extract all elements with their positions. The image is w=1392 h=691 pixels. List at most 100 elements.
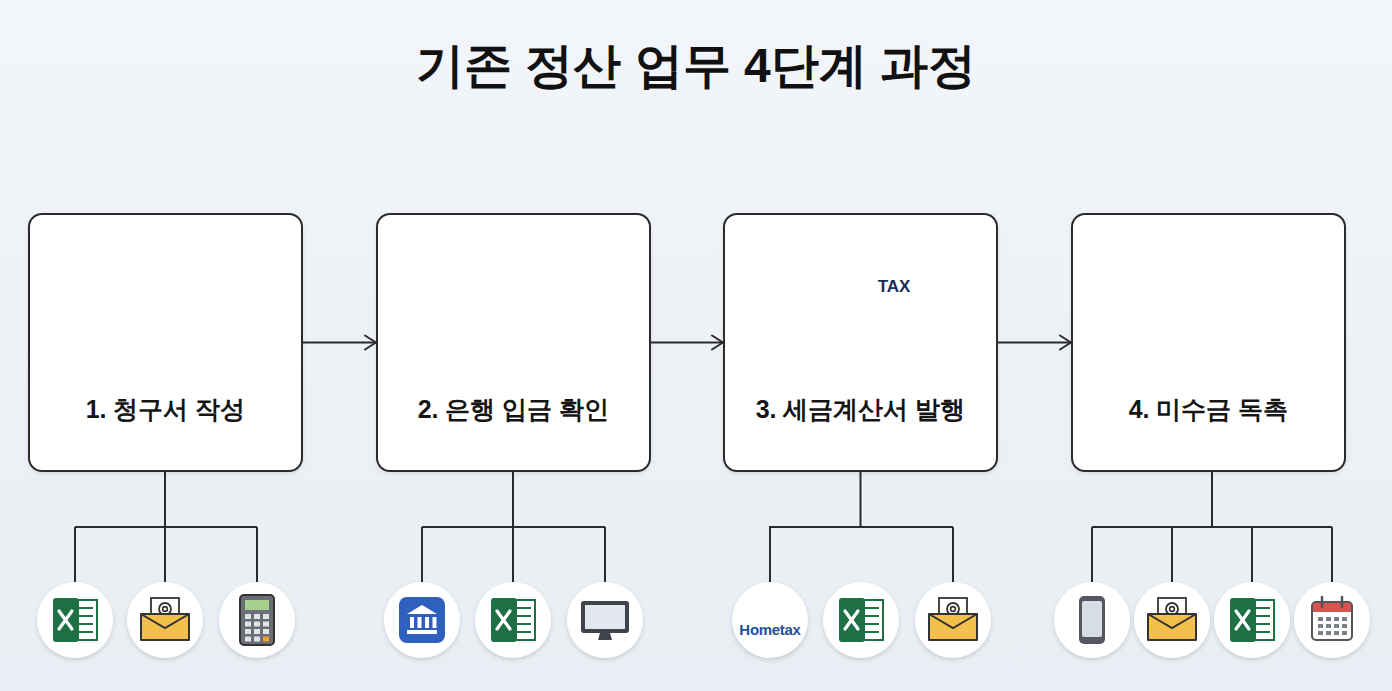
circle-shape [384, 582, 460, 658]
circle-shape [37, 582, 113, 658]
logo-circle: Hometax [732, 582, 808, 658]
path-shape [1092, 472, 1332, 582]
circle-shape [823, 582, 899, 658]
path-shape [929, 614, 977, 628]
circle-shape [1054, 582, 1130, 658]
circle-shape [163, 607, 168, 612]
path-shape [1060, 336, 1071, 350]
rect-shape [1318, 631, 1323, 635]
path-shape [1148, 614, 1196, 628]
rect-shape [1082, 601, 1102, 637]
rect-shape [581, 601, 629, 633]
path-shape [407, 605, 437, 614]
rect-shape [1313, 603, 1351, 612]
circle-shape [1294, 582, 1370, 658]
logo-text: Hometax [739, 621, 800, 638]
path-shape [712, 336, 723, 350]
rect-shape [418, 617, 422, 628]
rect-shape [263, 629, 269, 634]
flow-arrow [998, 336, 1071, 350]
path-shape [863, 608, 879, 632]
path-shape [422, 472, 605, 582]
step-label: 4. 미수금 독촉 [1129, 393, 1289, 426]
rect-shape [245, 637, 251, 642]
rect-shape [425, 617, 429, 628]
path-shape [929, 614, 977, 640]
process-box: 4. 미수금 독촉 [1071, 213, 1346, 472]
path-shape [1236, 611, 1249, 629]
rect-shape [245, 622, 251, 627]
rect-shape [1334, 631, 1339, 635]
path-shape [141, 614, 189, 628]
rect-shape [1342, 617, 1347, 621]
rect-shape [254, 614, 260, 619]
flow-arrow [651, 336, 723, 350]
circle-shape [219, 582, 295, 658]
document-label: TAX [878, 277, 911, 297]
path-shape [59, 611, 72, 629]
rect-shape [1230, 598, 1256, 642]
rect-shape [1334, 624, 1339, 628]
icon-circles [37, 582, 1370, 658]
circle-shape [1170, 607, 1175, 612]
rect-shape [254, 629, 260, 634]
process-box: 3. 세금계산서 발행 [723, 213, 998, 472]
rect-shape [585, 605, 625, 629]
path-shape [998, 342, 1071, 344]
tree-connector [770, 472, 861, 582]
rect-shape [245, 614, 251, 619]
rect-shape [399, 597, 445, 643]
path-shape [1254, 608, 1270, 632]
rect-shape [245, 600, 269, 610]
circle-shape [1134, 582, 1210, 658]
path-shape [497, 611, 510, 629]
path-shape [598, 633, 612, 640]
rect-shape [839, 598, 865, 642]
path-shape [770, 472, 861, 582]
diagram-title: 기존 정산 업무 4단계 과정 [0, 34, 1392, 98]
rect-shape [1318, 624, 1323, 628]
circle-shape [127, 582, 203, 658]
circle-shape [567, 582, 643, 658]
rect-shape [263, 637, 269, 642]
rect-shape [407, 630, 437, 634]
rect-shape [1342, 631, 1347, 635]
rect-shape [1326, 631, 1331, 635]
path-shape [77, 608, 93, 632]
circle-shape [915, 582, 991, 658]
circle-shape [951, 607, 956, 612]
rect-shape [53, 598, 79, 642]
rect-shape [254, 637, 260, 642]
rect-shape [263, 614, 269, 619]
rect-shape [1326, 624, 1331, 628]
step-label: 1. 청구서 작성 [86, 393, 246, 426]
rect-shape [1342, 624, 1347, 628]
rect-shape [1318, 617, 1323, 621]
path-shape [303, 342, 376, 344]
path-shape [1322, 597, 1342, 607]
small-icons [53, 595, 1352, 645]
process-box: 1. 청구서 작성 [28, 213, 303, 472]
rect-shape [1312, 602, 1352, 640]
path-shape [1148, 614, 1196, 640]
step-label: 2. 은행 입금 확인 [418, 393, 610, 426]
step-label: 3. 세금계산서 발행 [756, 393, 966, 426]
path-shape [365, 336, 376, 350]
path-shape [651, 342, 723, 344]
rect-shape [254, 622, 260, 627]
circle-shape [1214, 582, 1290, 658]
rect-shape [245, 629, 251, 634]
rect-shape [410, 617, 414, 628]
tree-lines [75, 472, 1332, 582]
rect-shape [263, 622, 269, 627]
path-shape [75, 472, 257, 582]
rect-shape [240, 595, 274, 645]
path-shape [515, 608, 531, 632]
rect-shape [1326, 617, 1331, 621]
path-shape [845, 611, 858, 629]
rect-shape [1079, 596, 1105, 644]
rect-shape [491, 598, 517, 642]
rect-shape [433, 617, 437, 628]
path-shape [860, 527, 953, 582]
